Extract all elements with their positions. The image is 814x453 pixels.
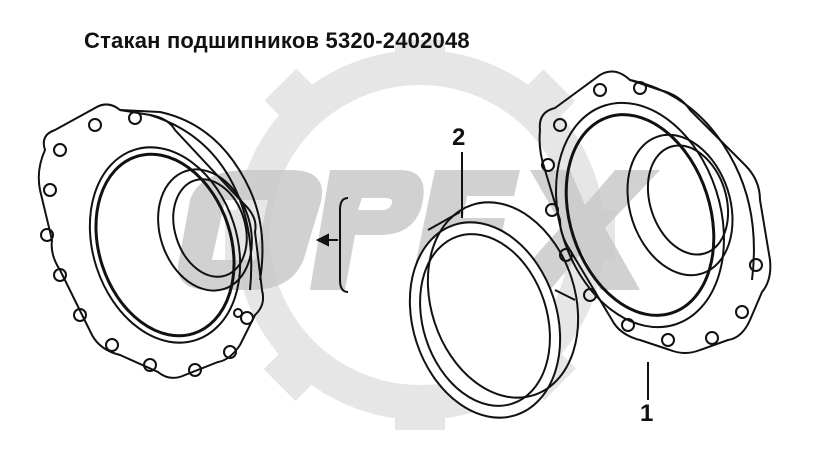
callout-label-1: 1: [640, 400, 654, 427]
callout-label-2: 2: [452, 124, 466, 151]
watermark-logo: [178, 40, 660, 430]
right-housing-bolt-holes: [541, 81, 763, 347]
left-housing-bolt-holes: [40, 111, 254, 377]
left-bearing-housing: [37, 103, 265, 379]
direction-arrow: [315, 197, 349, 293]
page-title: Стакан подшипников 5320-2402048: [84, 28, 470, 53]
bearing-cup-part-2: [408, 201, 580, 419]
callout-leaders: [461, 152, 649, 400]
right-bearing-housing-part-1: [538, 70, 772, 354]
